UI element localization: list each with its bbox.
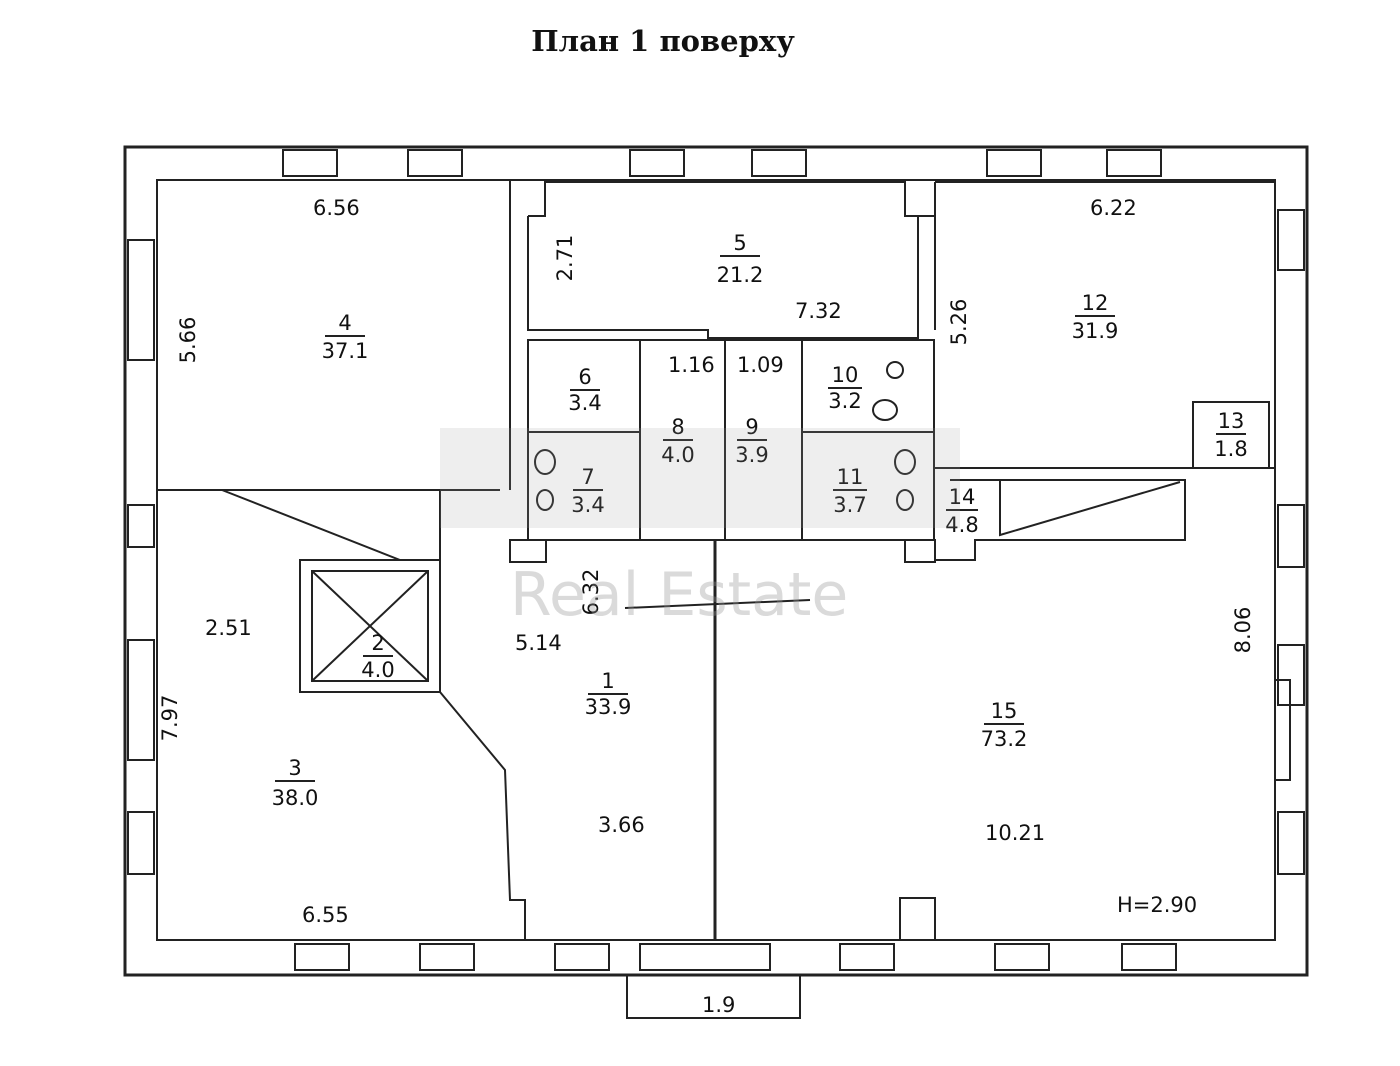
svg-text:3.2: 3.2 [828,389,861,413]
svg-text:4: 4 [338,311,351,335]
room-label-3: 3 38.0 [272,756,319,810]
plan-title: План 1 поверху [531,24,795,58]
dimension-label: 6.55 [302,903,349,927]
wall-room-4 [157,179,511,490]
svg-text:4.0: 4.0 [661,443,694,467]
svg-text:4.8: 4.8 [945,513,978,537]
svg-text:12: 12 [1082,291,1109,315]
room-label-6: 6 3.4 [568,365,601,415]
entrance-porch [626,975,801,1019]
svg-text:3: 3 [288,756,301,780]
dimension-label: 7.97 [158,695,182,742]
svg-text:1: 1 [601,669,614,693]
dimension-label: 6.22 [1090,196,1137,220]
svg-text:11: 11 [837,465,864,489]
room-label-8: 8 4.0 [661,415,694,467]
windows-right [1277,209,1305,875]
dimension-label: 6.32 [579,569,603,616]
svg-text:38.0: 38.0 [272,786,319,810]
svg-text:6: 6 [578,365,591,389]
svg-text:4.0: 4.0 [361,658,394,682]
room-label-4: 4 37.1 [322,311,369,363]
windows-bottom [294,943,1177,971]
svg-text:3.9: 3.9 [735,443,768,467]
svg-text:14: 14 [949,485,976,509]
lift-shaft [299,559,441,693]
dimension-label: 5.26 [947,299,971,346]
watermark-logo [440,428,960,528]
toilet-icon [534,361,916,511]
room-label-14: 14 4.8 [945,485,978,537]
windows-top [282,149,1162,177]
svg-text:33.9: 33.9 [585,695,632,719]
dimension-label: 3.66 [598,813,645,837]
room-label-7: 7 3.4 [571,465,604,517]
svg-text:3.4: 3.4 [571,493,604,517]
room-label-13: 13 1.8 [1214,409,1247,461]
dimension-label: 8.06 [1231,607,1255,654]
room-label-12: 12 31.9 [1072,291,1119,343]
dimension-label: 5.14 [515,631,562,655]
svg-text:8: 8 [671,415,684,439]
watermark-text: Real Estate [510,560,849,630]
wall-room-3 [439,691,526,940]
dimension-label: 1.9 [702,993,735,1017]
svg-text:15: 15 [991,699,1018,723]
svg-text:21.2: 21.2 [717,263,764,287]
svg-text:73.2: 73.2 [981,727,1028,751]
dimension-label: 1.16 [668,353,715,377]
dimension-label: 1.09 [737,353,784,377]
dimension-label: 2.51 [205,616,252,640]
svg-text:31.9: 31.9 [1072,319,1119,343]
windows-left [127,239,155,875]
room-label-2: 2 4.0 [361,631,394,682]
svg-text:3.4: 3.4 [568,391,601,415]
dimension-label: 5.66 [176,317,200,364]
dimension-label: 7.32 [795,299,842,323]
svg-text:1.8: 1.8 [1214,437,1247,461]
room-label-1: 1 33.9 [585,669,632,719]
ceiling-height: H=2.90 [1117,893,1197,917]
svg-text:37.1: 37.1 [322,339,369,363]
room-label-11: 11 3.7 [833,465,867,517]
room-label-15: 15 73.2 [981,699,1028,751]
svg-text:10: 10 [832,363,859,387]
dimension-label: 10.21 [985,821,1045,845]
room-label-5: 5 21.2 [717,231,764,287]
svg-text:9: 9 [745,415,758,439]
svg-text:2: 2 [371,631,384,655]
dimension-label: 6.56 [313,196,360,220]
svg-text:3.7: 3.7 [833,493,866,517]
outer-wall-outer [123,145,1309,977]
room-label-9: 9 3.9 [735,415,768,467]
dimension-label: 2.71 [553,235,577,282]
wall-wc-block [527,339,935,541]
room-label-10: 10 3.2 [828,363,862,413]
svg-text:5: 5 [733,231,746,255]
svg-text:13: 13 [1218,409,1245,433]
stairs-right [935,479,1186,561]
svg-text:7: 7 [581,465,594,489]
